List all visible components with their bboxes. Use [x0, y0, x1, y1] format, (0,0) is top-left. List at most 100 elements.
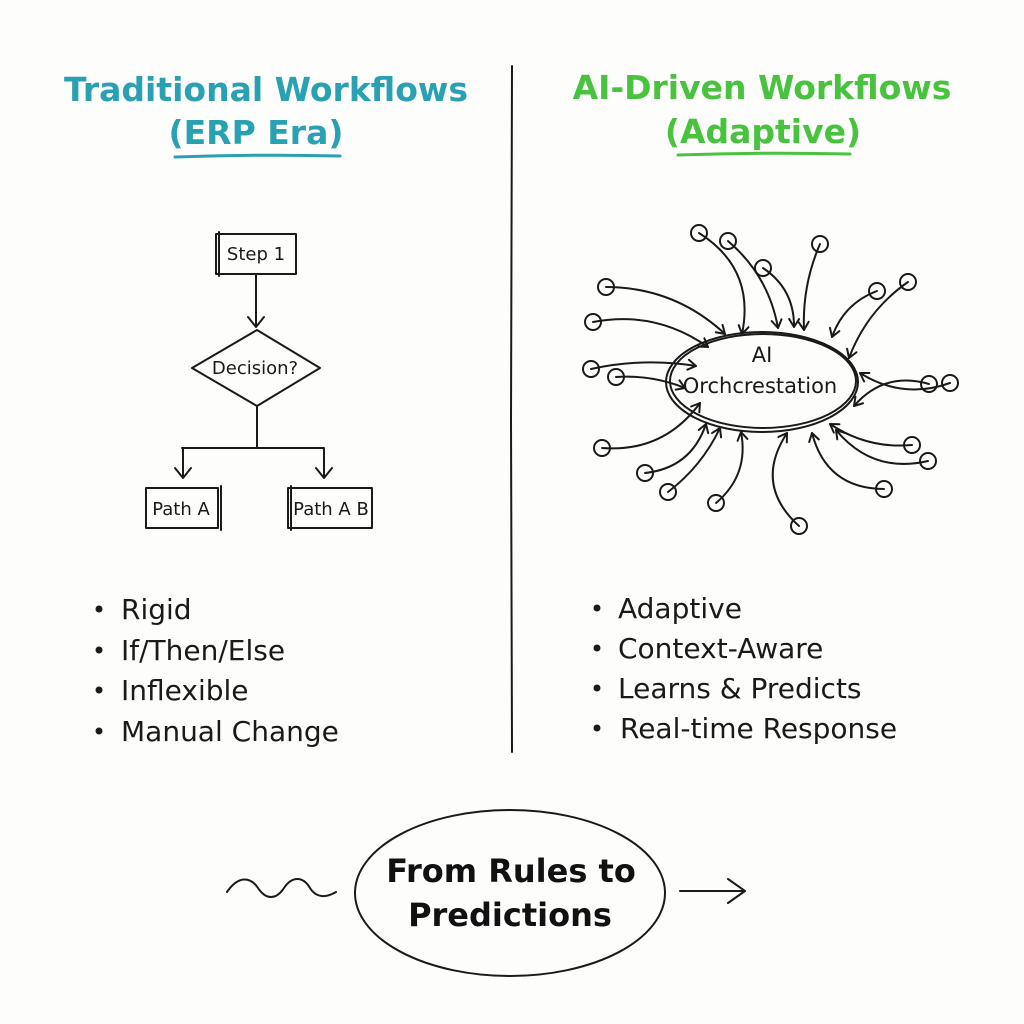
network-spoke — [859, 372, 951, 391]
network-node — [790, 517, 808, 535]
network-spoke — [592, 318, 709, 348]
network-spoke — [811, 432, 885, 490]
left-heading-line1: Traditional Workflows — [64, 70, 468, 109]
network-node — [868, 282, 886, 300]
spoke-arrowhead — [674, 379, 686, 391]
spoke-arrowhead — [736, 431, 749, 442]
spoke-arrowhead — [697, 423, 710, 435]
network-node — [919, 452, 937, 470]
bullet-dot — [95, 727, 103, 735]
bullet-dot — [95, 605, 103, 613]
network-node — [593, 439, 611, 457]
flow-arrow-start-to-decision — [247, 274, 265, 328]
network-spoke — [771, 432, 800, 527]
right-bullet-list: Adaptive Context-Aware Learns & Predicts… — [593, 592, 897, 745]
left-panel: Traditional Workflows (ERP Era) Step 1 D… — [64, 70, 468, 748]
network-spoke — [715, 431, 744, 504]
squiggle-icon — [226, 878, 337, 898]
network-node — [636, 464, 654, 482]
bullet-dot — [593, 684, 601, 692]
left-heading-line2: (ERP Era) — [169, 113, 344, 152]
spoke-arrowhead — [686, 358, 697, 371]
network-spoke — [605, 286, 726, 335]
ai-orchestration-network: AI Orchcrestation — [582, 224, 959, 535]
spoke-arrowhead — [853, 395, 865, 407]
ai-hub-ellipse-sketch — [669, 333, 857, 429]
network-node — [597, 278, 615, 296]
arrow-right-icon — [679, 878, 746, 904]
traditional-flowchart: Step 1 Decision? Path A Path A B — [145, 231, 373, 531]
right-bullet-item: Learns & Predicts — [618, 672, 862, 705]
network-spoke — [727, 240, 779, 329]
right-panel: AI-Driven Workflows (Adaptive) AI Orchcr… — [573, 68, 959, 745]
flow-path-right-label: Path A B — [293, 499, 369, 520]
spoke-arrowhead — [846, 347, 858, 359]
flow-start-label: Step 1 — [227, 244, 285, 265]
left-heading-underline — [173, 153, 342, 159]
flow-branch-lines — [174, 405, 333, 479]
conclusion-line1: From Rules to — [386, 852, 636, 890]
conclusion: From Rules to Predictions — [226, 809, 746, 977]
left-bullet-item: If/Then/Else — [121, 634, 285, 667]
network-spoke — [644, 423, 707, 474]
network-spoke — [831, 290, 878, 338]
spoke-arrowhead — [788, 317, 801, 328]
network-node — [584, 313, 602, 331]
network-node — [659, 483, 677, 501]
network-spoke — [698, 232, 746, 335]
bullet-dot — [95, 646, 103, 654]
spoke-arrowhead — [714, 323, 726, 335]
spoke-arrowhead — [859, 372, 871, 383]
network-spoke — [601, 402, 701, 450]
network-node — [920, 375, 938, 393]
network-node — [719, 232, 737, 250]
right-bullet-item: Adaptive — [618, 592, 742, 625]
right-bullet-item: Real-time Response — [620, 712, 897, 745]
conclusion-ellipse — [354, 809, 666, 977]
network-spoke — [615, 375, 686, 389]
network-spoke — [829, 423, 913, 447]
bullet-dot — [95, 686, 103, 694]
flow-path-left-box — [145, 487, 219, 529]
spoke-arrowhead — [829, 423, 841, 434]
bullet-dot — [593, 604, 601, 612]
spoke-arrowhead — [690, 402, 701, 414]
network-spoke — [762, 267, 796, 328]
network-spoke — [590, 361, 697, 370]
spoke-arrowhead — [797, 320, 810, 331]
ai-hub-label-line2: Orchcrestation — [683, 374, 837, 398]
spoke-arrowhead — [835, 429, 846, 441]
network-node — [607, 368, 625, 386]
spoke-arrowhead — [828, 326, 841, 338]
left-bullet-item: Manual Change — [121, 715, 339, 748]
network-node — [903, 436, 921, 454]
network-node — [811, 235, 829, 253]
network-spoke — [667, 427, 721, 493]
network-spoke — [802, 243, 821, 331]
network-node — [707, 494, 725, 512]
ai-hub-label-line1: AI — [752, 343, 773, 367]
bullet-dot — [593, 644, 601, 652]
left-bullet-item: Rigid — [121, 593, 192, 626]
network-node — [899, 273, 917, 291]
flow-decision-label: Decision? — [212, 358, 298, 379]
spoke-arrowhead — [777, 432, 788, 444]
network-spoke — [853, 379, 930, 407]
panel-divider — [510, 65, 513, 753]
network-spoke — [835, 429, 929, 465]
conclusion-line2: Predictions — [408, 896, 612, 934]
spoke-arrowhead — [770, 318, 783, 329]
network-node — [690, 224, 708, 242]
right-bullet-item: Context-Aware — [618, 632, 823, 665]
spoke-arrowhead — [808, 432, 820, 444]
network-spokes — [582, 224, 959, 535]
flow-path-left-label: Path A — [152, 499, 210, 520]
flow-path-right-box — [287, 487, 373, 529]
network-spoke — [848, 281, 909, 359]
network-node — [754, 259, 772, 277]
left-bullet-list: Rigid If/Then/Else Inflexible Manual Cha… — [95, 593, 339, 748]
network-node — [875, 480, 893, 498]
right-heading-underline — [676, 151, 852, 157]
bullet-dot — [593, 724, 601, 732]
